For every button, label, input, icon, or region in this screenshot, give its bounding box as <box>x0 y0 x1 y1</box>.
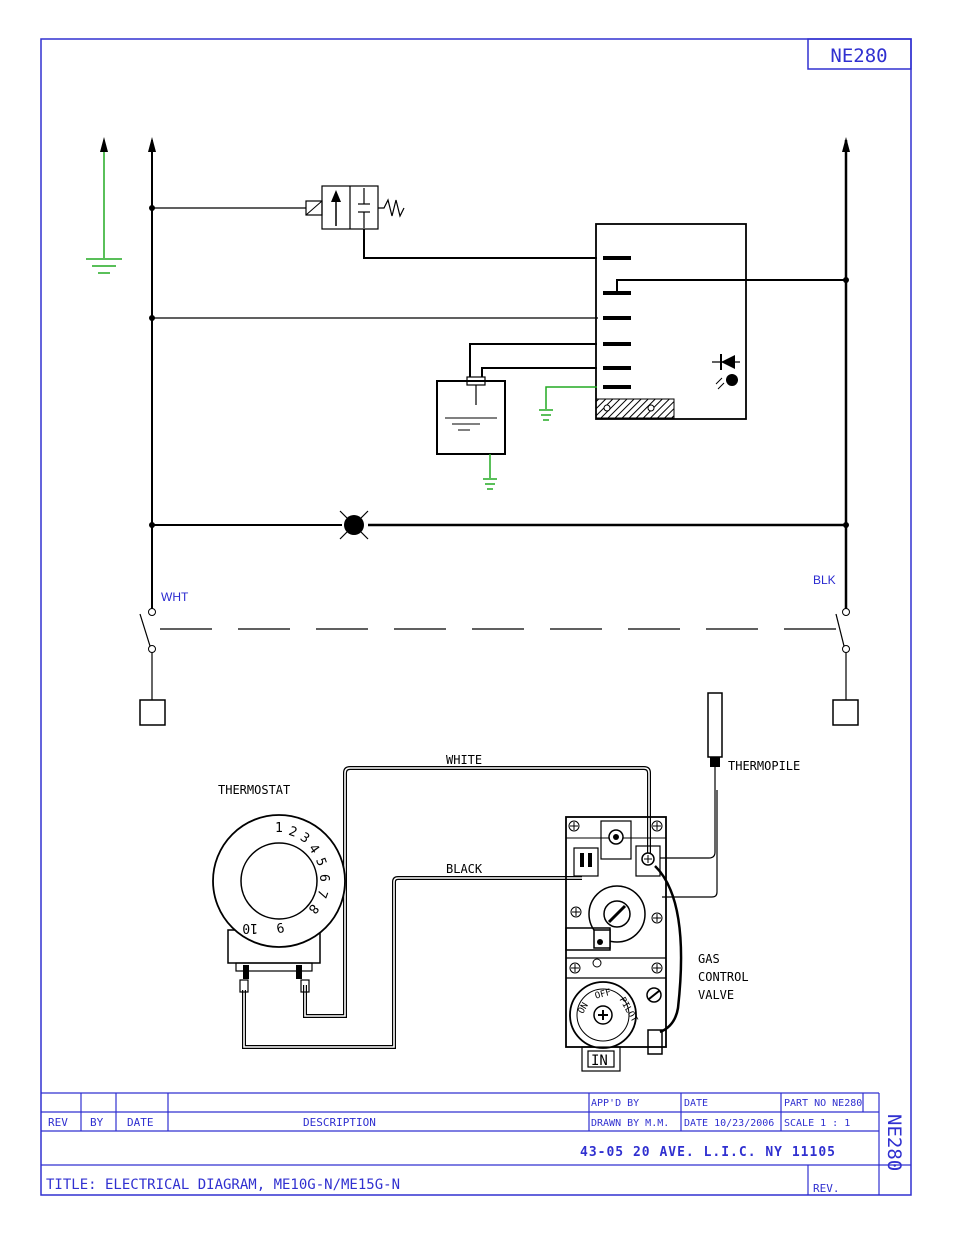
tb-rev-label: REV. <box>813 1182 840 1195</box>
part-code: NE280 <box>830 45 887 67</box>
tb-appd-by: APP'D BY <box>591 1098 639 1109</box>
dial-6: 6 <box>316 874 331 882</box>
control-module <box>596 224 746 419</box>
tb-address: 43-05 20 AVE. L.I.C. NY 11105 <box>580 1145 836 1160</box>
in-label: IN <box>591 1053 608 1069</box>
white-label: WHITE <box>446 753 482 767</box>
gas-control-valve: ON OFF PILOT <box>566 817 681 1071</box>
module-ground <box>539 387 597 420</box>
tb-title: TITLE: ELECTRICAL DIAGRAM, ME10G-N/ME15G… <box>46 1177 400 1193</box>
tb-date: DATE <box>127 1116 154 1129</box>
white-wire <box>305 768 649 1016</box>
right-rail-arrow <box>842 137 850 152</box>
side-part-code: NE280 <box>883 1114 905 1171</box>
black-label: BLACK <box>446 862 483 876</box>
gas-label-2: CONTROL <box>698 970 749 984</box>
tb-description: DESCRIPTION <box>303 1116 376 1129</box>
tb-part-no: PART NO NE280 <box>784 1098 862 1109</box>
tb-rev: REV <box>48 1116 68 1129</box>
tb-date-head: DATE <box>684 1098 708 1109</box>
wht-label: WHT <box>161 590 189 604</box>
thermostat-label: THERMOSTAT <box>218 783 290 797</box>
solenoid-valve <box>149 186 597 258</box>
gas-label-1: GAS <box>698 952 720 966</box>
tb-drawn-by: DRAWN BY M.M. <box>591 1118 669 1129</box>
tb-by: BY <box>90 1116 104 1129</box>
dial-10: 10 <box>242 920 258 935</box>
gas-label-3: VALVE <box>698 988 734 1002</box>
pilot-light <box>149 511 849 539</box>
left-switch <box>140 609 165 726</box>
blk-label: BLK <box>813 573 836 587</box>
probe-tank <box>437 377 505 489</box>
sheet-border <box>41 39 911 1195</box>
thermopile <box>660 693 722 897</box>
left-rail-arrow <box>148 137 156 152</box>
ground-line <box>86 137 122 273</box>
tb-date-value: DATE 10/23/2006 <box>684 1118 774 1129</box>
thermopile-label: THERMOPILE <box>728 759 800 773</box>
thermostat: 1 2 3 4 5 6 7 8 9 10 <box>213 815 345 992</box>
right-switch <box>833 609 858 726</box>
dial-1: 1 <box>275 821 283 836</box>
tb-scale: SCALE 1 : 1 <box>784 1118 850 1129</box>
